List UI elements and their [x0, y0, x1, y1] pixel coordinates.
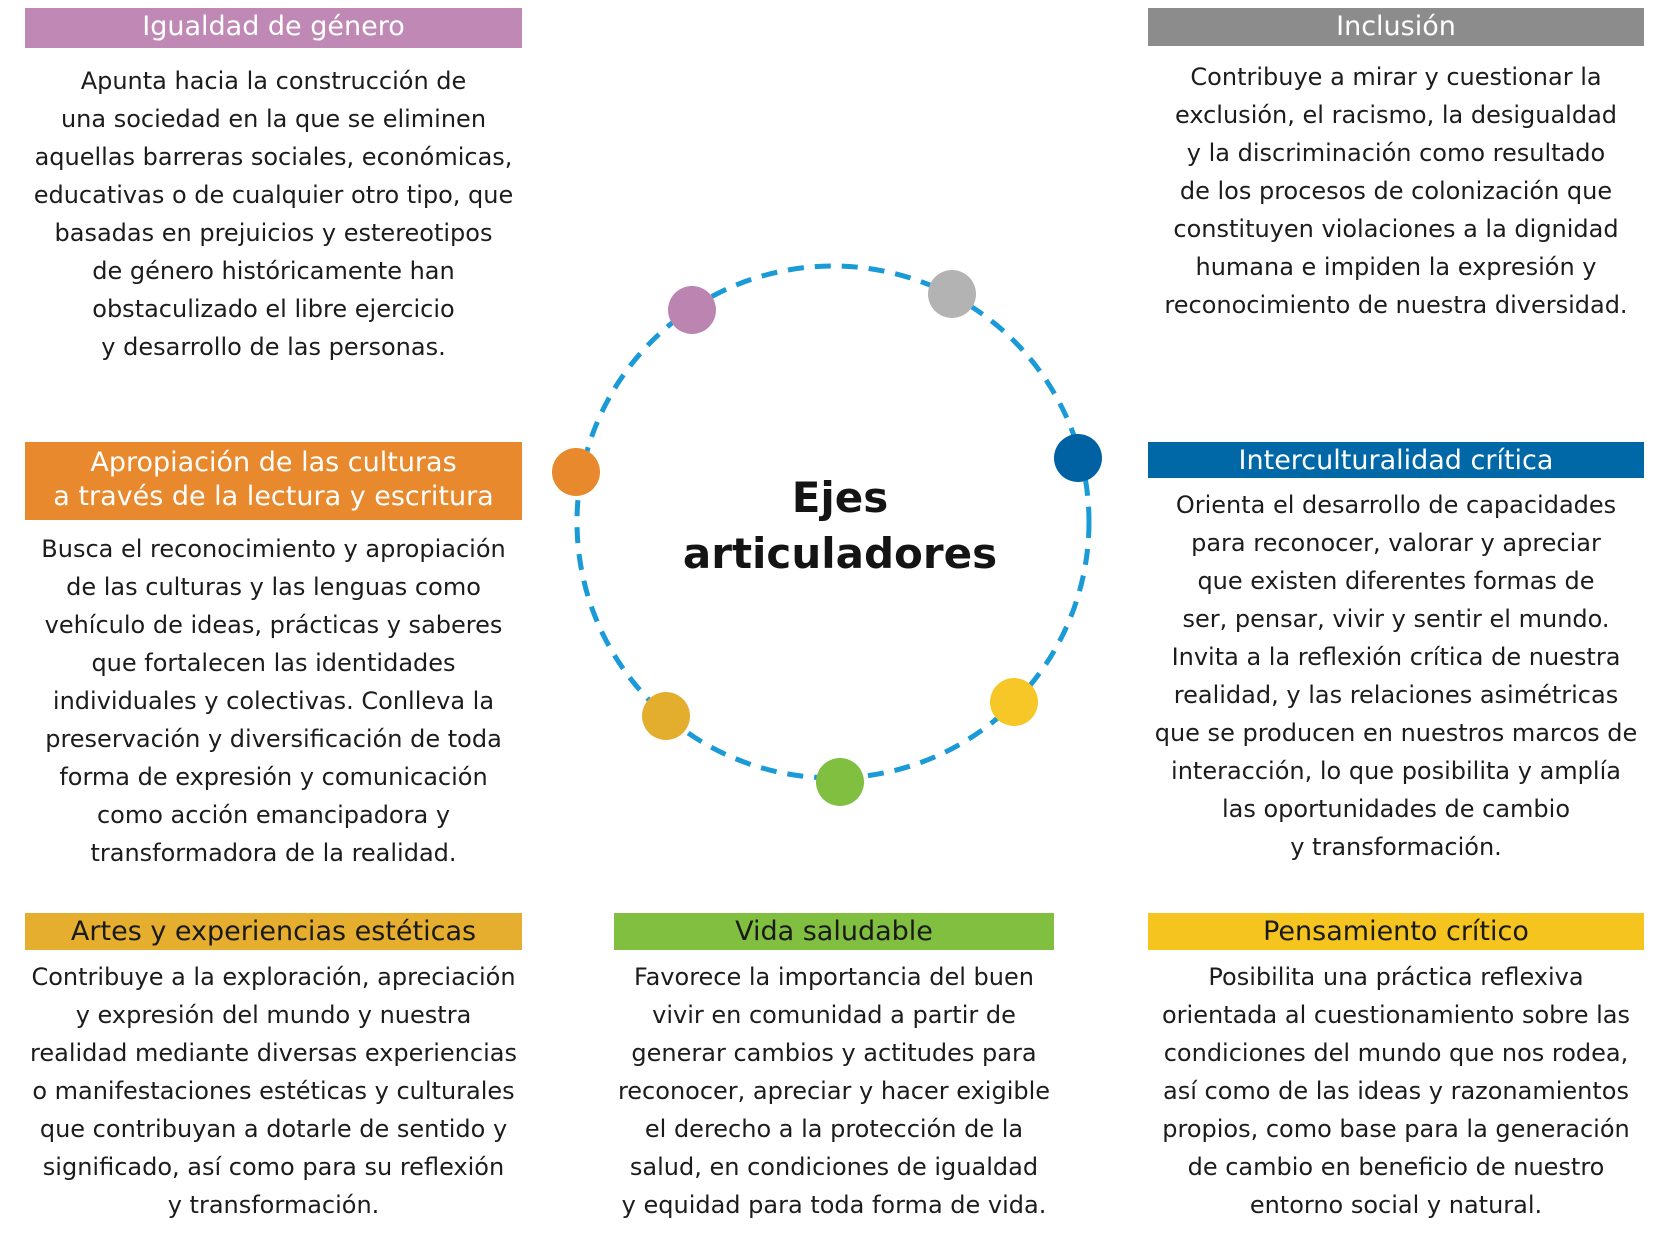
apropiacion-text: Busca el reconocimiento y apropiación de… [41, 535, 506, 867]
pensamiento-dot [990, 678, 1038, 726]
interculturalidad-header: Interculturalidad crítica [1148, 442, 1644, 478]
interculturalidad-text: Orienta el desarrollo de capacidades par… [1154, 491, 1638, 861]
apropiacion-header: Apropiación de las culturas a través de … [25, 442, 522, 520]
interculturalidad-card: Interculturalidad crítica Orienta el des… [1148, 442, 1644, 866]
vida-card: Vida saludable Favorece la importancia d… [614, 913, 1054, 1224]
pensamiento-text: Posibilita una práctica reflexiva orient… [1161, 963, 1631, 1219]
interculturalidad-dot [1054, 434, 1102, 482]
dashed-ring [574, 263, 1092, 781]
inclusion-card: Inclusión Contribuye a mirar y cuestiona… [1148, 8, 1644, 324]
vida-text: Favorece la importancia del buen vivir e… [617, 963, 1051, 1219]
vida-header: Vida saludable [614, 913, 1054, 950]
artes-text: Contribuye a la exploración, apreciación… [30, 963, 517, 1219]
vida-dot [816, 758, 864, 806]
apropiacion-dot [552, 448, 600, 496]
igualdad-card: Igualdad de género Apunta hacia la const… [25, 8, 522, 366]
inclusion-text: Contribuye a mirar y cuestionar la exclu… [1164, 63, 1628, 319]
artes-card: Artes y experiencias estéticas Contribuy… [25, 913, 522, 1224]
apropiacion-card: Apropiación de las culturas a través de … [25, 442, 522, 872]
igualdad-header: Igualdad de género [25, 8, 522, 48]
pensamiento-header: Pensamiento crítico [1148, 913, 1644, 950]
igualdad-text: Apunta hacia la construcción de una soci… [33, 67, 514, 361]
igualdad-dot [668, 286, 716, 334]
inclusion-dot [928, 270, 976, 318]
artes-dot [642, 692, 690, 740]
artes-header: Artes y experiencias estéticas [25, 913, 522, 950]
center-title: Ejes articuladores [682, 473, 998, 578]
inclusion-header: Inclusión [1148, 8, 1644, 46]
pensamiento-card: Pensamiento crítico Posibilita una práct… [1148, 913, 1644, 1224]
